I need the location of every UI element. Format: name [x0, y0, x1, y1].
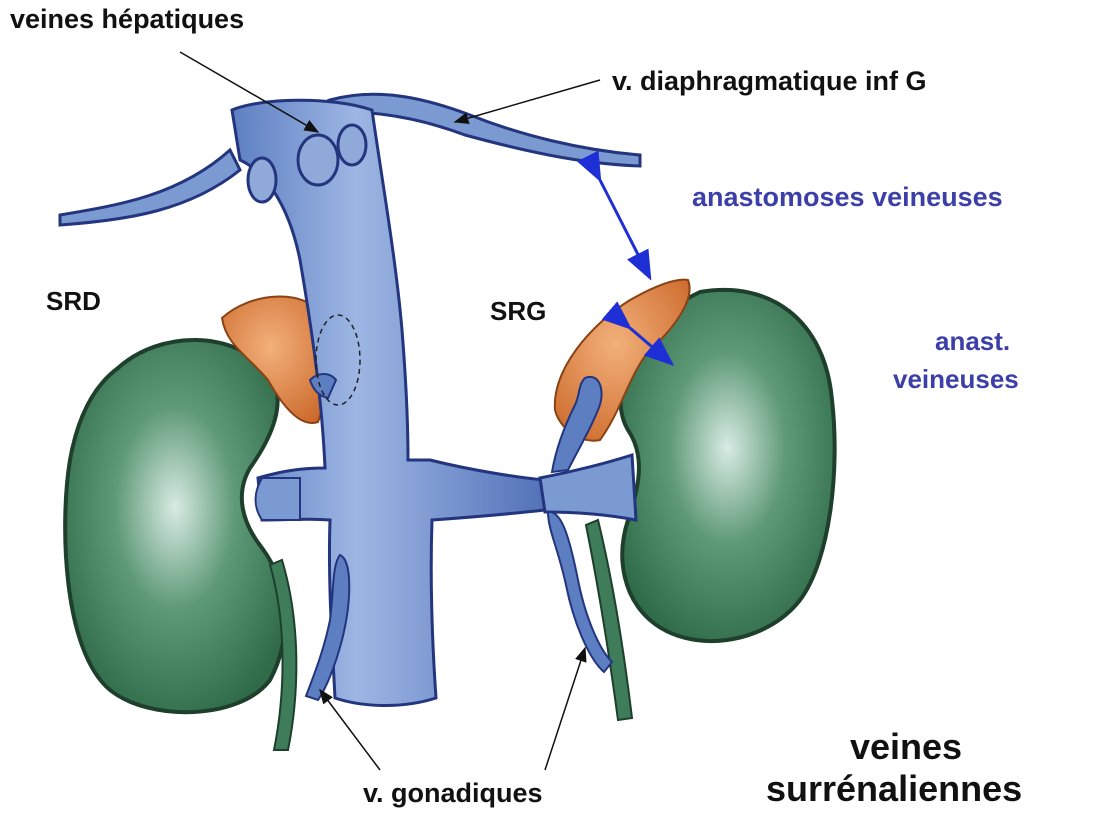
label-srd: SRD [46, 286, 101, 317]
label-anast-line2: veineuses [893, 364, 1019, 395]
caption-line2: surrénaliennes [766, 768, 1022, 810]
label-gonadal-veins: v. gonadiques [363, 778, 543, 809]
gonadal-leader-left [545, 648, 585, 770]
label-hepatic-veins: veines hépatiques [10, 4, 244, 35]
hepatic-vein-opening [248, 158, 276, 202]
label-anast-line1: anast. [935, 326, 1010, 357]
label-srg: SRG [490, 296, 546, 327]
anastomosis-arrow [600, 180, 650, 278]
right-renal-vein [256, 478, 300, 520]
caption-line1: veines [850, 726, 962, 768]
hepatic-vein-opening [298, 135, 338, 185]
label-inferior-phrenic-vein: v. diaphragmatique inf G [612, 66, 927, 97]
label-anastomoses: anastomoses veineuses [692, 182, 1003, 213]
right-hepatic-branch [60, 150, 240, 225]
hepatic-vein-opening [338, 125, 366, 165]
right-kidney [65, 340, 285, 712]
phrenic-leader [455, 80, 600, 122]
